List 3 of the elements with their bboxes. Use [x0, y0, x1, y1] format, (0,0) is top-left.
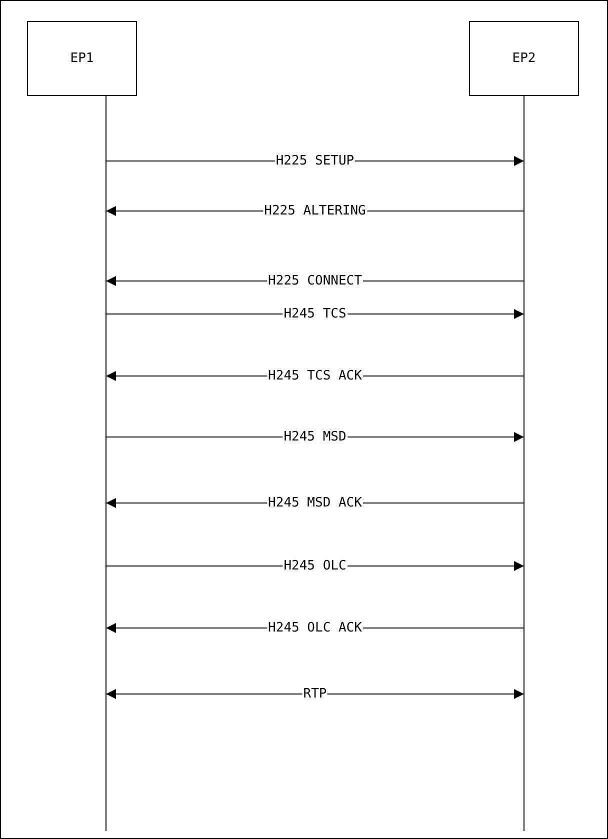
message-arrow — [106, 689, 524, 699]
participant-name: EP1 — [70, 51, 94, 66]
participant-name: EP2 — [512, 51, 536, 66]
